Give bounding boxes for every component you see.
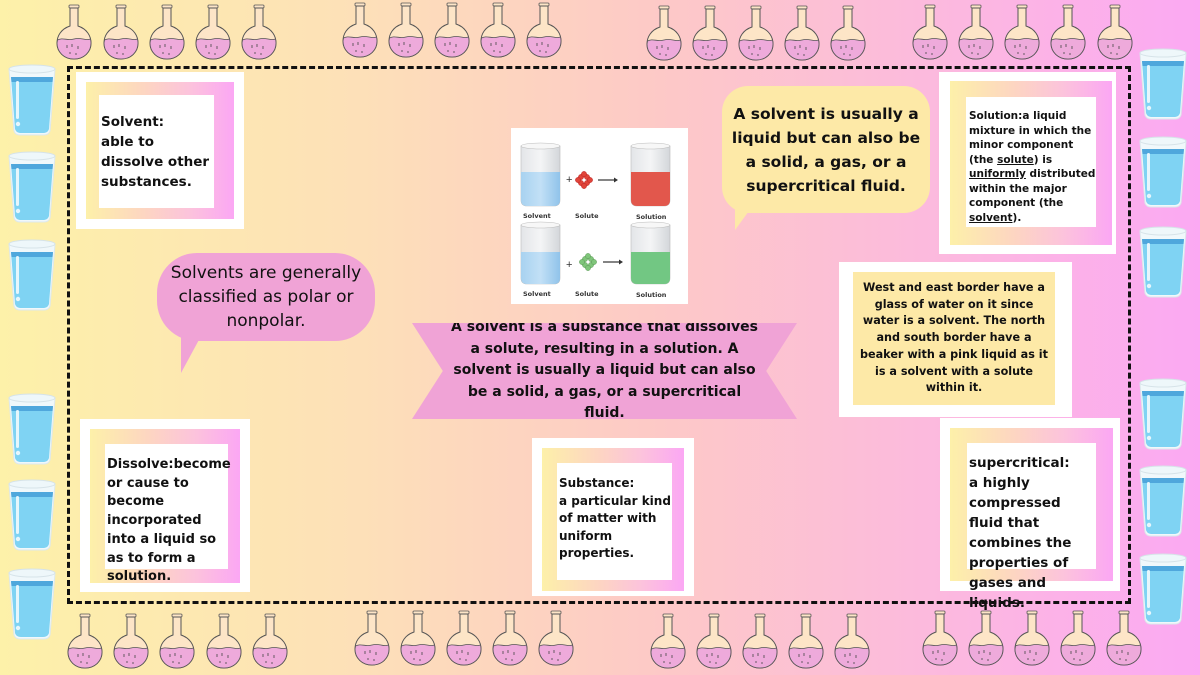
speech-bubble-yellow: A solvent is usually a liquid but can al… — [722, 86, 930, 213]
flask-icon — [148, 4, 186, 60]
water-glass-icon — [7, 150, 57, 224]
flask-icon — [341, 2, 379, 58]
solute-particles-green — [579, 253, 597, 271]
flask-icon — [695, 613, 733, 669]
flask-icon — [737, 5, 775, 61]
card-text: supercritical: a highly compressed fluid … — [967, 443, 1096, 611]
water-glass-icon — [7, 238, 57, 312]
definition-mid: ) is — [1033, 153, 1053, 166]
flask-icon — [921, 610, 959, 666]
solvent-beaker — [520, 142, 561, 207]
term: supercritical: — [969, 455, 1070, 471]
definition-suffix: ). — [1012, 211, 1022, 224]
flask-icon — [399, 610, 437, 666]
flask-icon — [194, 4, 232, 60]
flask-icon — [783, 5, 821, 61]
flask-icon — [833, 613, 871, 669]
flask-icon — [387, 2, 425, 58]
solvent-label: Solvent — [523, 290, 551, 298]
water-glass-icon — [1138, 135, 1188, 209]
flask-icon — [251, 613, 289, 669]
flask-icon — [479, 2, 517, 58]
definition-card-solution: Solution:a liquid mixture in which the m… — [939, 72, 1116, 254]
flask-icon — [445, 610, 483, 666]
solvent-label: Solvent — [523, 212, 551, 220]
definition: a highly compressed fluid that combines … — [969, 475, 1072, 611]
definition-card-solvent: Solvent: able to dissolve other substanc… — [76, 72, 244, 229]
speech-bubble-pink: Solvents are generally classified as pol… — [157, 253, 375, 341]
definition: able to dissolve other substances. — [101, 134, 210, 190]
diagram-graphic: + + — [520, 142, 671, 285]
card-text: Solvent: able to dissolve other substanc… — [99, 95, 214, 208]
solute-label: Solute — [575, 212, 599, 220]
flask-icon — [957, 4, 995, 60]
definition: a particular kind of matter with uniform… — [559, 493, 671, 561]
flask-icon — [645, 5, 683, 61]
solute-particles-red — [575, 171, 593, 189]
water-glass-icon — [1138, 225, 1188, 299]
flask-icon — [911, 4, 949, 60]
flask-icon — [158, 613, 196, 669]
flask-icon — [537, 610, 575, 666]
flask-icon — [112, 613, 150, 669]
flask-icon — [741, 613, 779, 669]
solute-label: Solute — [575, 290, 599, 298]
plus-sign: + — [566, 174, 572, 186]
water-glass-icon — [1138, 464, 1188, 538]
definition-mid: distributed within the major component (… — [969, 168, 1096, 209]
flask-icon — [205, 613, 243, 669]
solution-beaker-red — [630, 142, 671, 207]
definition-prefix: Solution:a liquid mixture in which the m… — [969, 110, 1092, 166]
solute-link: solute — [997, 153, 1034, 166]
flask-icon — [525, 2, 563, 58]
flask-icon — [1096, 4, 1134, 60]
flask-icon — [66, 613, 104, 669]
water-glass-icon — [1138, 377, 1188, 451]
flask-icon — [1013, 610, 1051, 666]
water-glass-icon — [7, 63, 57, 137]
card-text: Solution:a liquid mixture in which the m… — [966, 97, 1096, 227]
solution-beaker-green — [630, 221, 671, 285]
flask-icon — [102, 4, 140, 60]
flask-icon — [433, 2, 471, 58]
definition-card-dissolve: Dissolve:become or cause to become incor… — [80, 419, 250, 592]
solution-label: Solution — [636, 213, 667, 221]
info-box: West and east border have a glass of wat… — [839, 262, 1072, 417]
dashed-border-frame — [67, 66, 1131, 604]
flask-icon — [691, 5, 729, 61]
flask-icon — [649, 613, 687, 669]
water-glass-icon — [1138, 47, 1188, 121]
solvent-beaker — [520, 221, 561, 285]
arrow-head-icon — [614, 177, 618, 183]
info-box-text: West and east border have a glass of wat… — [853, 272, 1055, 405]
flask-icon — [1059, 610, 1097, 666]
flask-icon — [353, 610, 391, 666]
flask-icon — [55, 4, 93, 60]
water-glass-icon — [7, 392, 57, 466]
water-glass-icon — [7, 567, 57, 641]
flask-icon — [1003, 4, 1041, 60]
uniformly-link: uniformly — [969, 168, 1026, 180]
definition-card-substance: Substance: a particular kind of matter wi… — [532, 438, 694, 596]
solution-label: Solution — [636, 291, 667, 299]
definition-card-supercritical: supercritical: a highly compressed fluid … — [940, 418, 1120, 611]
water-glass-icon — [7, 478, 57, 552]
term: Substance: — [559, 476, 635, 490]
flask-icon — [240, 4, 278, 60]
ribbon-banner: A solvent is a substance that dissolves … — [412, 323, 797, 419]
card-text: Substance: a particular kind of matter wi… — [557, 463, 672, 580]
term: Solvent: — [101, 114, 165, 130]
water-glass-icon — [1138, 552, 1188, 626]
flask-icon — [1049, 4, 1087, 60]
flask-icon — [829, 5, 867, 61]
flask-icon — [491, 610, 529, 666]
solvent-link: solvent — [969, 211, 1013, 224]
solution-diagram: + + Solvent Solute So — [511, 128, 688, 304]
arrow-head-icon — [619, 259, 623, 265]
flask-icon — [967, 610, 1005, 666]
card-text: Dissolve:become or cause to become incor… — [105, 444, 231, 584]
plus-sign: + — [566, 259, 572, 271]
flask-icon — [787, 613, 825, 669]
